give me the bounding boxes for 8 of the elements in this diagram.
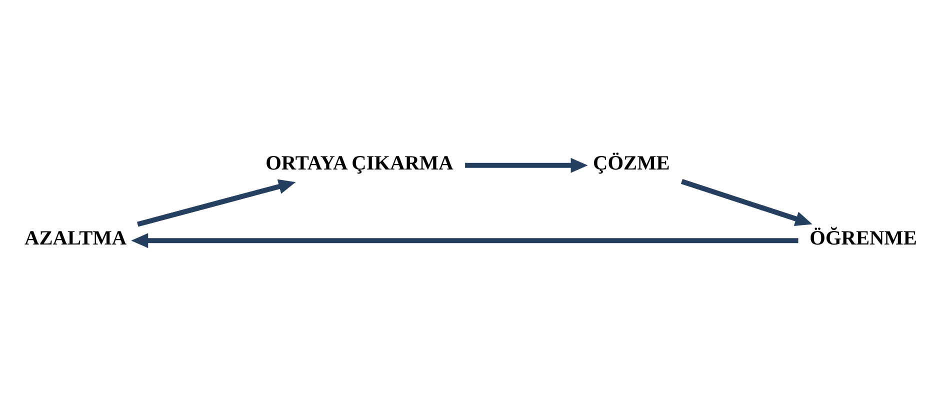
arrow: [465, 157, 588, 172]
node-text: ÖĞRENME: [810, 227, 917, 250]
arrow: [137, 178, 296, 226]
node-text: ORTAYA ÇIKARMA: [266, 152, 454, 174]
node-text: AZALTMA: [24, 227, 127, 250]
node-text: ÇÖZME: [593, 152, 670, 174]
arrow: [131, 232, 798, 248]
arrow: [680, 178, 812, 226]
